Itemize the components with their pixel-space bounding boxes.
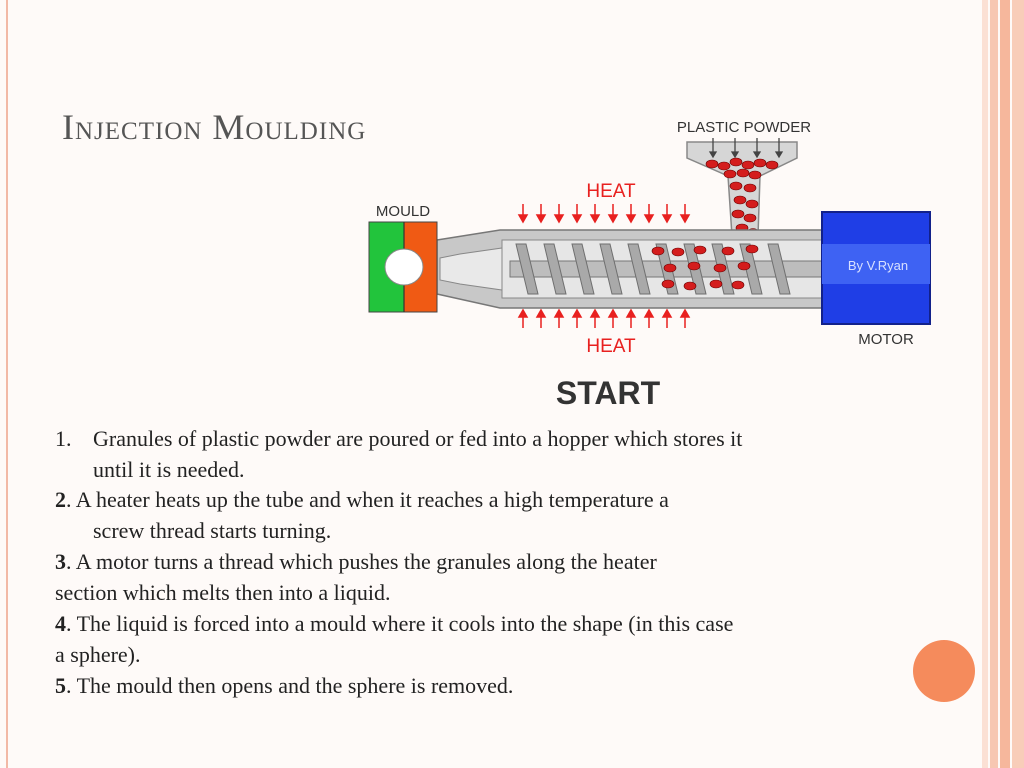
step-3-line-1: 3. A motor turns a thread which pushes t… bbox=[55, 546, 657, 577]
step-2-number: 2 bbox=[55, 487, 66, 512]
step-2-line-2: screw thread starts turning. bbox=[93, 518, 332, 543]
slide-title: Injection Moulding bbox=[62, 107, 367, 147]
motor-shaft-band bbox=[822, 244, 930, 284]
decor-stripe bbox=[982, 0, 988, 768]
decor-stripe bbox=[1012, 0, 1024, 768]
hopper-arrows bbox=[708, 138, 784, 159]
heat-arrows-bottom bbox=[517, 308, 691, 328]
credit-label: By V.Ryan bbox=[848, 258, 908, 273]
step-2-line-1: 2. A heater heats up the tube and when i… bbox=[55, 484, 669, 515]
plastic-granules-barrel bbox=[651, 244, 759, 291]
step-1-text: Granules of plastic powder are poured or… bbox=[93, 426, 743, 451]
step-5-text: . The mould then opens and the sphere is… bbox=[66, 673, 514, 698]
step-4-line-1: 4. The liquid is forced into a mould whe… bbox=[55, 608, 733, 639]
step-1-number: 1. bbox=[55, 426, 72, 451]
decor-stripe bbox=[990, 0, 998, 768]
nozzle bbox=[439, 247, 503, 291]
step-2-text: . A heater heats up the tube and when it… bbox=[66, 487, 669, 512]
step-3-line-2: section which melts then into a liquid. bbox=[55, 580, 391, 605]
heat-top-label: HEAT bbox=[586, 181, 636, 202]
heat-arrows-top bbox=[517, 204, 691, 224]
injection-moulding-diagram: PLASTIC POWDER HEAT MOULD HEAT MOTOR STA… bbox=[368, 119, 931, 411]
step-3-number: 3 bbox=[55, 549, 66, 574]
screw-flights bbox=[515, 243, 791, 295]
step-1-line-1: 1. Granules of plastic powder are poured … bbox=[55, 423, 742, 454]
step-4-number: 4 bbox=[55, 611, 66, 636]
step-5-line-1: 5. The mould then opens and the sphere i… bbox=[55, 670, 513, 701]
heat-bottom-label: HEAT bbox=[586, 336, 636, 357]
step-5-number: 5 bbox=[55, 673, 66, 698]
decor-stripe bbox=[1000, 0, 1010, 768]
motor-label: MOTOR bbox=[858, 331, 914, 348]
decorative-circle bbox=[913, 640, 975, 702]
start-label: START bbox=[556, 375, 661, 411]
mould-sphere-cavity bbox=[384, 248, 424, 286]
step-4-text: . The liquid is forced into a mould wher… bbox=[66, 611, 734, 636]
step-3-text: . A motor turns a thread which pushes th… bbox=[66, 549, 657, 574]
step-1-line-2: until it is needed. bbox=[93, 457, 245, 482]
hopper bbox=[686, 141, 798, 237]
mould-label: MOULD bbox=[376, 203, 430, 220]
plastic-powder-label: PLASTIC POWDER bbox=[677, 119, 811, 136]
step-4-line-2: a sphere). bbox=[55, 642, 141, 667]
slide-border-left bbox=[6, 0, 8, 768]
